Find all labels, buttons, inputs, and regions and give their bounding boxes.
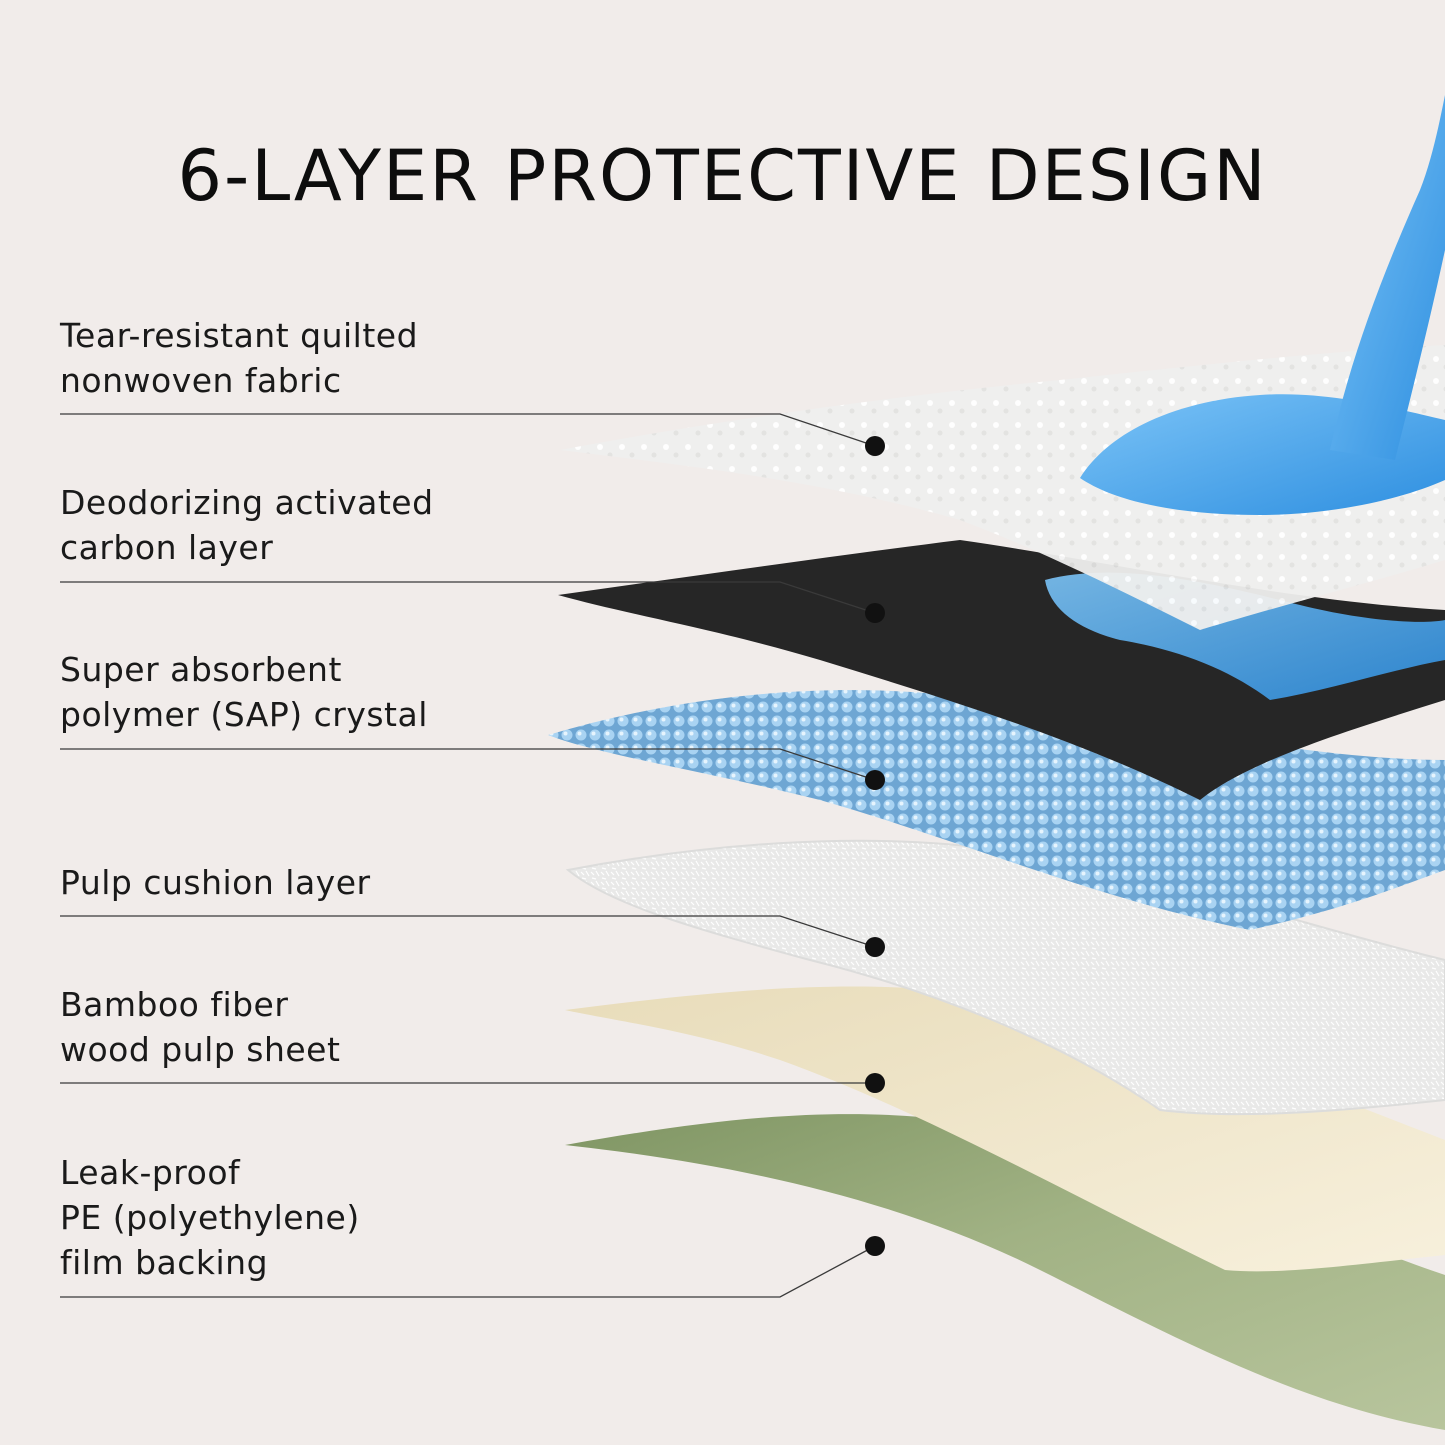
layer-markers: [865, 436, 885, 1256]
marker-dot: [865, 436, 885, 456]
leader-lines: [60, 413, 876, 1298]
label-line: Bamboo fiber: [60, 985, 289, 1024]
water-pool-carbon: [1045, 572, 1445, 700]
label-line: carbon layer: [60, 528, 274, 567]
label-sap-crystal: Super absorbent polymer (SAP) crystal: [60, 647, 580, 737]
marker-dot: [865, 1236, 885, 1256]
page-title: 6-LAYER PROTECTIVE DESIGN: [177, 134, 1268, 217]
label-pulp-cushion: Pulp cushion layer: [60, 860, 580, 905]
label-line: PE (polyethylene): [60, 1198, 360, 1237]
label-pe-film: Leak-proof PE (polyethylene) film backin…: [60, 1150, 580, 1285]
label-line: Leak-proof: [60, 1153, 241, 1192]
label-line: wood pulp sheet: [60, 1030, 341, 1069]
label-line: Deodorizing activated: [60, 483, 434, 522]
marker-dot: [865, 770, 885, 790]
label-carbon-layer: Deodorizing activated carbon layer: [60, 480, 580, 570]
label-line: nonwoven fabric: [60, 361, 342, 400]
label-nonwoven-fabric: Tear-resistant quilted nonwoven fabric: [60, 313, 580, 403]
marker-dot: [865, 1073, 885, 1093]
label-line: film backing: [60, 1243, 269, 1282]
label-line: Super absorbent: [60, 650, 342, 689]
marker-dot: [865, 603, 885, 623]
label-line: Tear-resistant quilted: [60, 316, 419, 355]
water-stream: [1330, 95, 1445, 460]
label-bamboo-sheet: Bamboo fiber wood pulp sheet: [60, 982, 580, 1072]
label-line: Pulp cushion layer: [60, 863, 371, 902]
marker-dot: [865, 937, 885, 957]
label-line: polymer (SAP) crystal: [60, 695, 428, 734]
